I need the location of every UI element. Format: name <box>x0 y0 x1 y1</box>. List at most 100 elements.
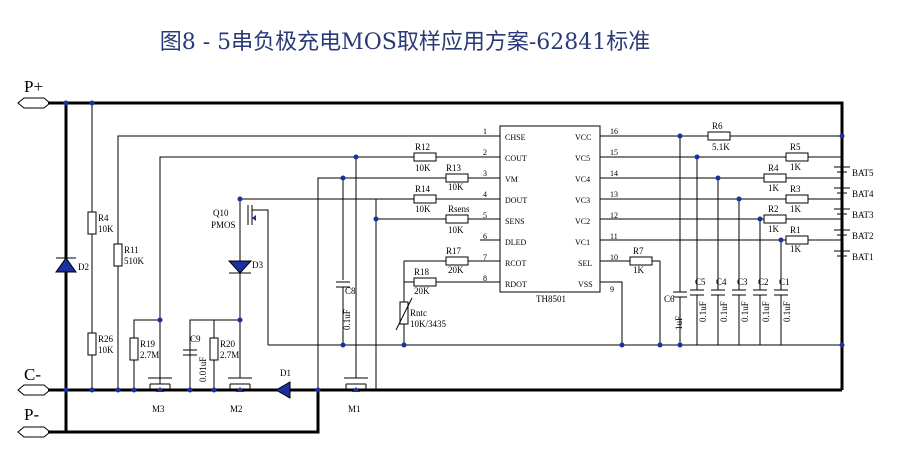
svg-text:D3: D3 <box>252 260 263 270</box>
resistor-r17 <box>445 256 469 266</box>
resistor-r11 <box>113 243 123 267</box>
svg-text:20K: 20K <box>414 286 430 296</box>
diode-d3: D3 <box>227 260 263 274</box>
resistor-r6 <box>707 131 731 141</box>
svg-text:13: 13 <box>610 190 618 199</box>
svg-text:8: 8 <box>483 274 487 283</box>
svg-text:10K: 10K <box>415 163 431 173</box>
svg-text:3: 3 <box>483 169 487 178</box>
svg-text:VC2: VC2 <box>575 217 590 226</box>
svg-text:10K: 10K <box>448 225 464 235</box>
svg-text:0.01uF: 0.01uF <box>198 357 208 382</box>
svg-text:SENS: SENS <box>505 217 525 226</box>
svg-text:11: 11 <box>610 232 618 241</box>
svg-text:C5: C5 <box>695 277 706 287</box>
svg-text:DOUT: DOUT <box>505 196 527 205</box>
svg-text:M2: M2 <box>230 404 243 414</box>
svg-text:10K: 10K <box>98 345 114 355</box>
svg-text:1K: 1K <box>790 162 802 172</box>
svg-text:RCOT: RCOT <box>505 259 526 268</box>
svg-text:BAT4: BAT4 <box>852 189 874 199</box>
svg-text:Rntc: Rntc <box>410 308 427 318</box>
main-buses <box>48 101 844 434</box>
svg-text:P+: P+ <box>24 77 43 96</box>
battery-stack: BAT5 BAT4 BAT3 BAT2 BAT1 <box>834 166 874 262</box>
svg-text:C2: C2 <box>758 277 769 287</box>
svg-text:C3: C3 <box>737 277 748 287</box>
terminal-c-minus: C- <box>17 365 51 396</box>
svg-text:10K/3435: 10K/3435 <box>410 319 447 329</box>
svg-text:M1: M1 <box>348 404 361 414</box>
svg-text:16: 16 <box>610 127 618 136</box>
svg-text:10K: 10K <box>98 224 114 234</box>
svg-text:0.1uF: 0.1uF <box>342 309 352 330</box>
svg-text:R17: R17 <box>446 246 462 256</box>
svg-text:7: 7 <box>483 253 487 262</box>
svg-text:VSS: VSS <box>578 280 593 289</box>
svg-text:9: 9 <box>610 285 614 294</box>
svg-text:20K: 20K <box>448 265 464 275</box>
svg-text:BAT1: BAT1 <box>852 252 874 262</box>
svg-text:1K: 1K <box>633 265 645 275</box>
svg-text:10K: 10K <box>448 182 464 192</box>
svg-text:R4: R4 <box>98 213 109 223</box>
svg-text:1K: 1K <box>768 224 780 234</box>
svg-text:R20: R20 <box>220 339 236 349</box>
svg-text:2.7M: 2.7M <box>140 350 159 360</box>
svg-text:DLED: DLED <box>505 238 527 247</box>
mosfet-m3: M3 <box>148 377 172 414</box>
diode-d1: D1 <box>274 368 291 399</box>
svg-text:VC3: VC3 <box>575 196 590 205</box>
svg-text:4: 4 <box>483 190 487 199</box>
svg-text:VC4: VC4 <box>575 175 590 184</box>
resistor-r1 <box>785 235 809 245</box>
resistor-r2 <box>763 214 787 224</box>
junction-dots <box>63 100 845 393</box>
ic-th8501: TH8501 1 CHSE 2 COUT 3 VM 4 DOUT 5 SENS … <box>483 125 618 304</box>
svg-text:Q10: Q10 <box>213 208 229 218</box>
svg-text:R6: R6 <box>712 121 723 131</box>
svg-text:R11: R11 <box>124 245 139 255</box>
svg-text:12: 12 <box>610 211 618 220</box>
svg-text:R4: R4 <box>768 163 779 173</box>
svg-text:C8: C8 <box>345 286 356 296</box>
svg-text:R1: R1 <box>790 225 801 235</box>
svg-text:0.1uF: 0.1uF <box>740 301 750 322</box>
svg-text:VC5: VC5 <box>575 154 590 163</box>
svg-text:R18: R18 <box>414 267 430 277</box>
svg-text:0.1uF: 0.1uF <box>761 301 771 322</box>
resistor-r18 <box>413 277 437 287</box>
resistor-r4-left <box>87 211 97 235</box>
resistor-r13 <box>445 173 469 183</box>
svg-text:510K: 510K <box>124 256 145 266</box>
svg-text:R3: R3 <box>790 184 801 194</box>
svg-text:D1: D1 <box>280 368 291 378</box>
svg-text:0.1uF: 0.1uF <box>782 301 792 322</box>
terminal-p-minus: P- <box>17 405 51 438</box>
svg-text:VC1: VC1 <box>575 238 590 247</box>
svg-text:1K: 1K <box>790 244 802 254</box>
resistor-r4-right <box>763 173 787 183</box>
svg-text:TH8501: TH8501 <box>536 294 566 304</box>
svg-text:R2: R2 <box>768 204 779 214</box>
resistor-r7 <box>629 256 653 266</box>
svg-text:BAT5: BAT5 <box>852 168 874 178</box>
resistor-rsens <box>445 214 469 224</box>
page-title: 图8 - 5串负极充电MOS取样应用方案-62841标准 <box>159 30 651 55</box>
svg-text:BAT3: BAT3 <box>852 210 874 220</box>
terminal-p-plus: P+ <box>17 77 51 109</box>
svg-text:5: 5 <box>483 211 487 220</box>
svg-text:2: 2 <box>483 148 487 157</box>
svg-text:R19: R19 <box>140 339 156 349</box>
mosfet-m2: M2 <box>228 377 252 414</box>
svg-text:6: 6 <box>483 232 487 241</box>
svg-text:SEL: SEL <box>578 259 592 268</box>
svg-text:10: 10 <box>610 253 618 262</box>
svg-text:C4: C4 <box>716 277 727 287</box>
p-plus-bus <box>48 101 844 390</box>
svg-text:C6: C6 <box>664 294 675 304</box>
svg-text:P-: P- <box>24 405 39 424</box>
svg-text:14: 14 <box>610 169 618 178</box>
resistor-r3 <box>785 194 809 204</box>
